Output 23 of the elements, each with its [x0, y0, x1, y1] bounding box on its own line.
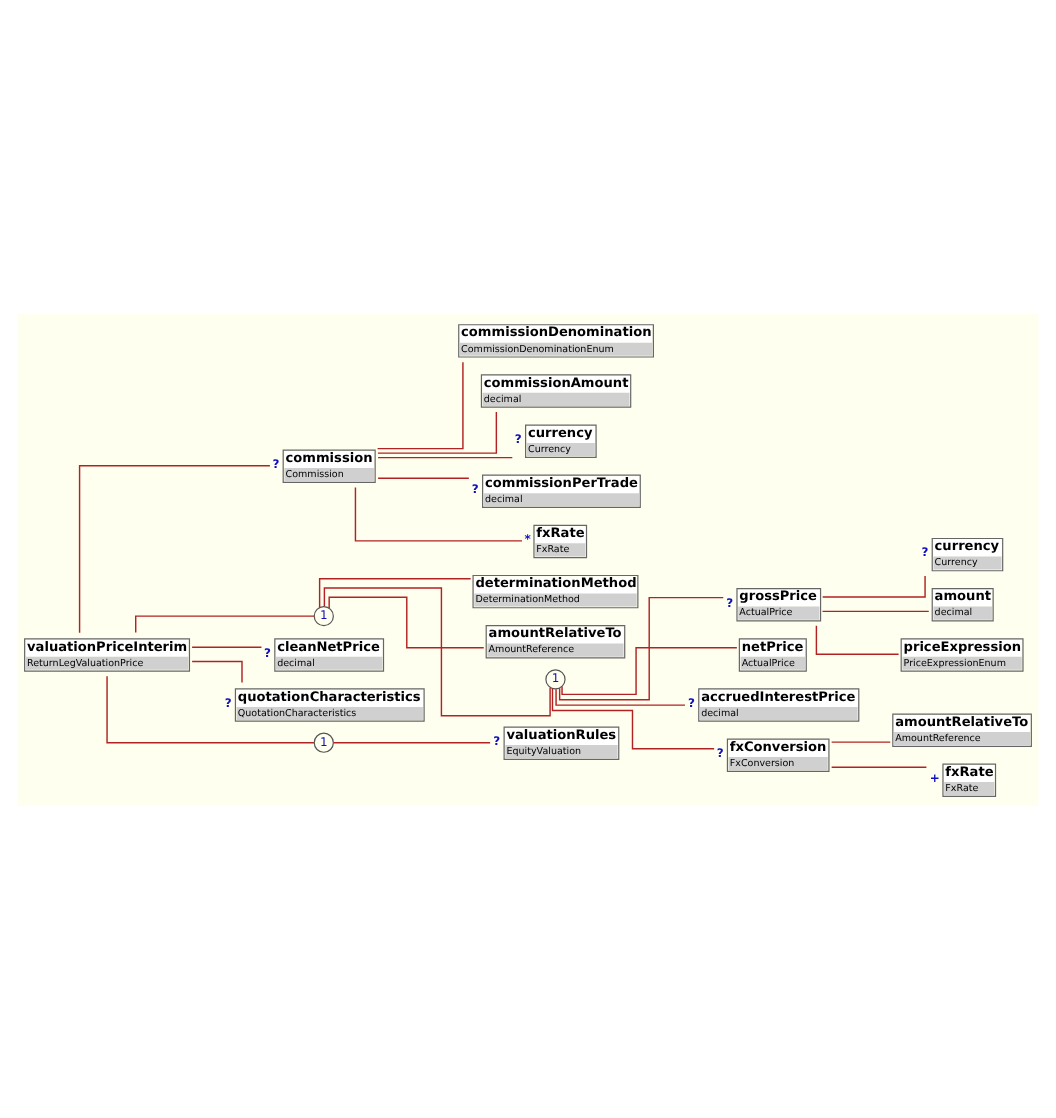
connector — [551, 686, 715, 749]
connector — [376, 360, 464, 449]
connector — [333, 741, 491, 743]
connector — [354, 485, 523, 541]
connector — [561, 646, 738, 695]
connector — [78, 463, 271, 633]
connector — [830, 740, 891, 742]
connector — [830, 765, 928, 767]
connector — [821, 574, 926, 597]
connector — [135, 614, 315, 633]
connector — [821, 609, 930, 612]
connector — [558, 595, 724, 700]
connector — [106, 674, 315, 743]
connector — [191, 645, 263, 647]
connector — [377, 410, 498, 453]
connector — [191, 659, 243, 683]
connector — [815, 624, 900, 655]
connector — [377, 476, 470, 478]
connector — [328, 595, 485, 648]
connector — [318, 577, 472, 608]
connector — [323, 586, 551, 716]
connector — [555, 687, 686, 705]
connector — [377, 455, 514, 458]
